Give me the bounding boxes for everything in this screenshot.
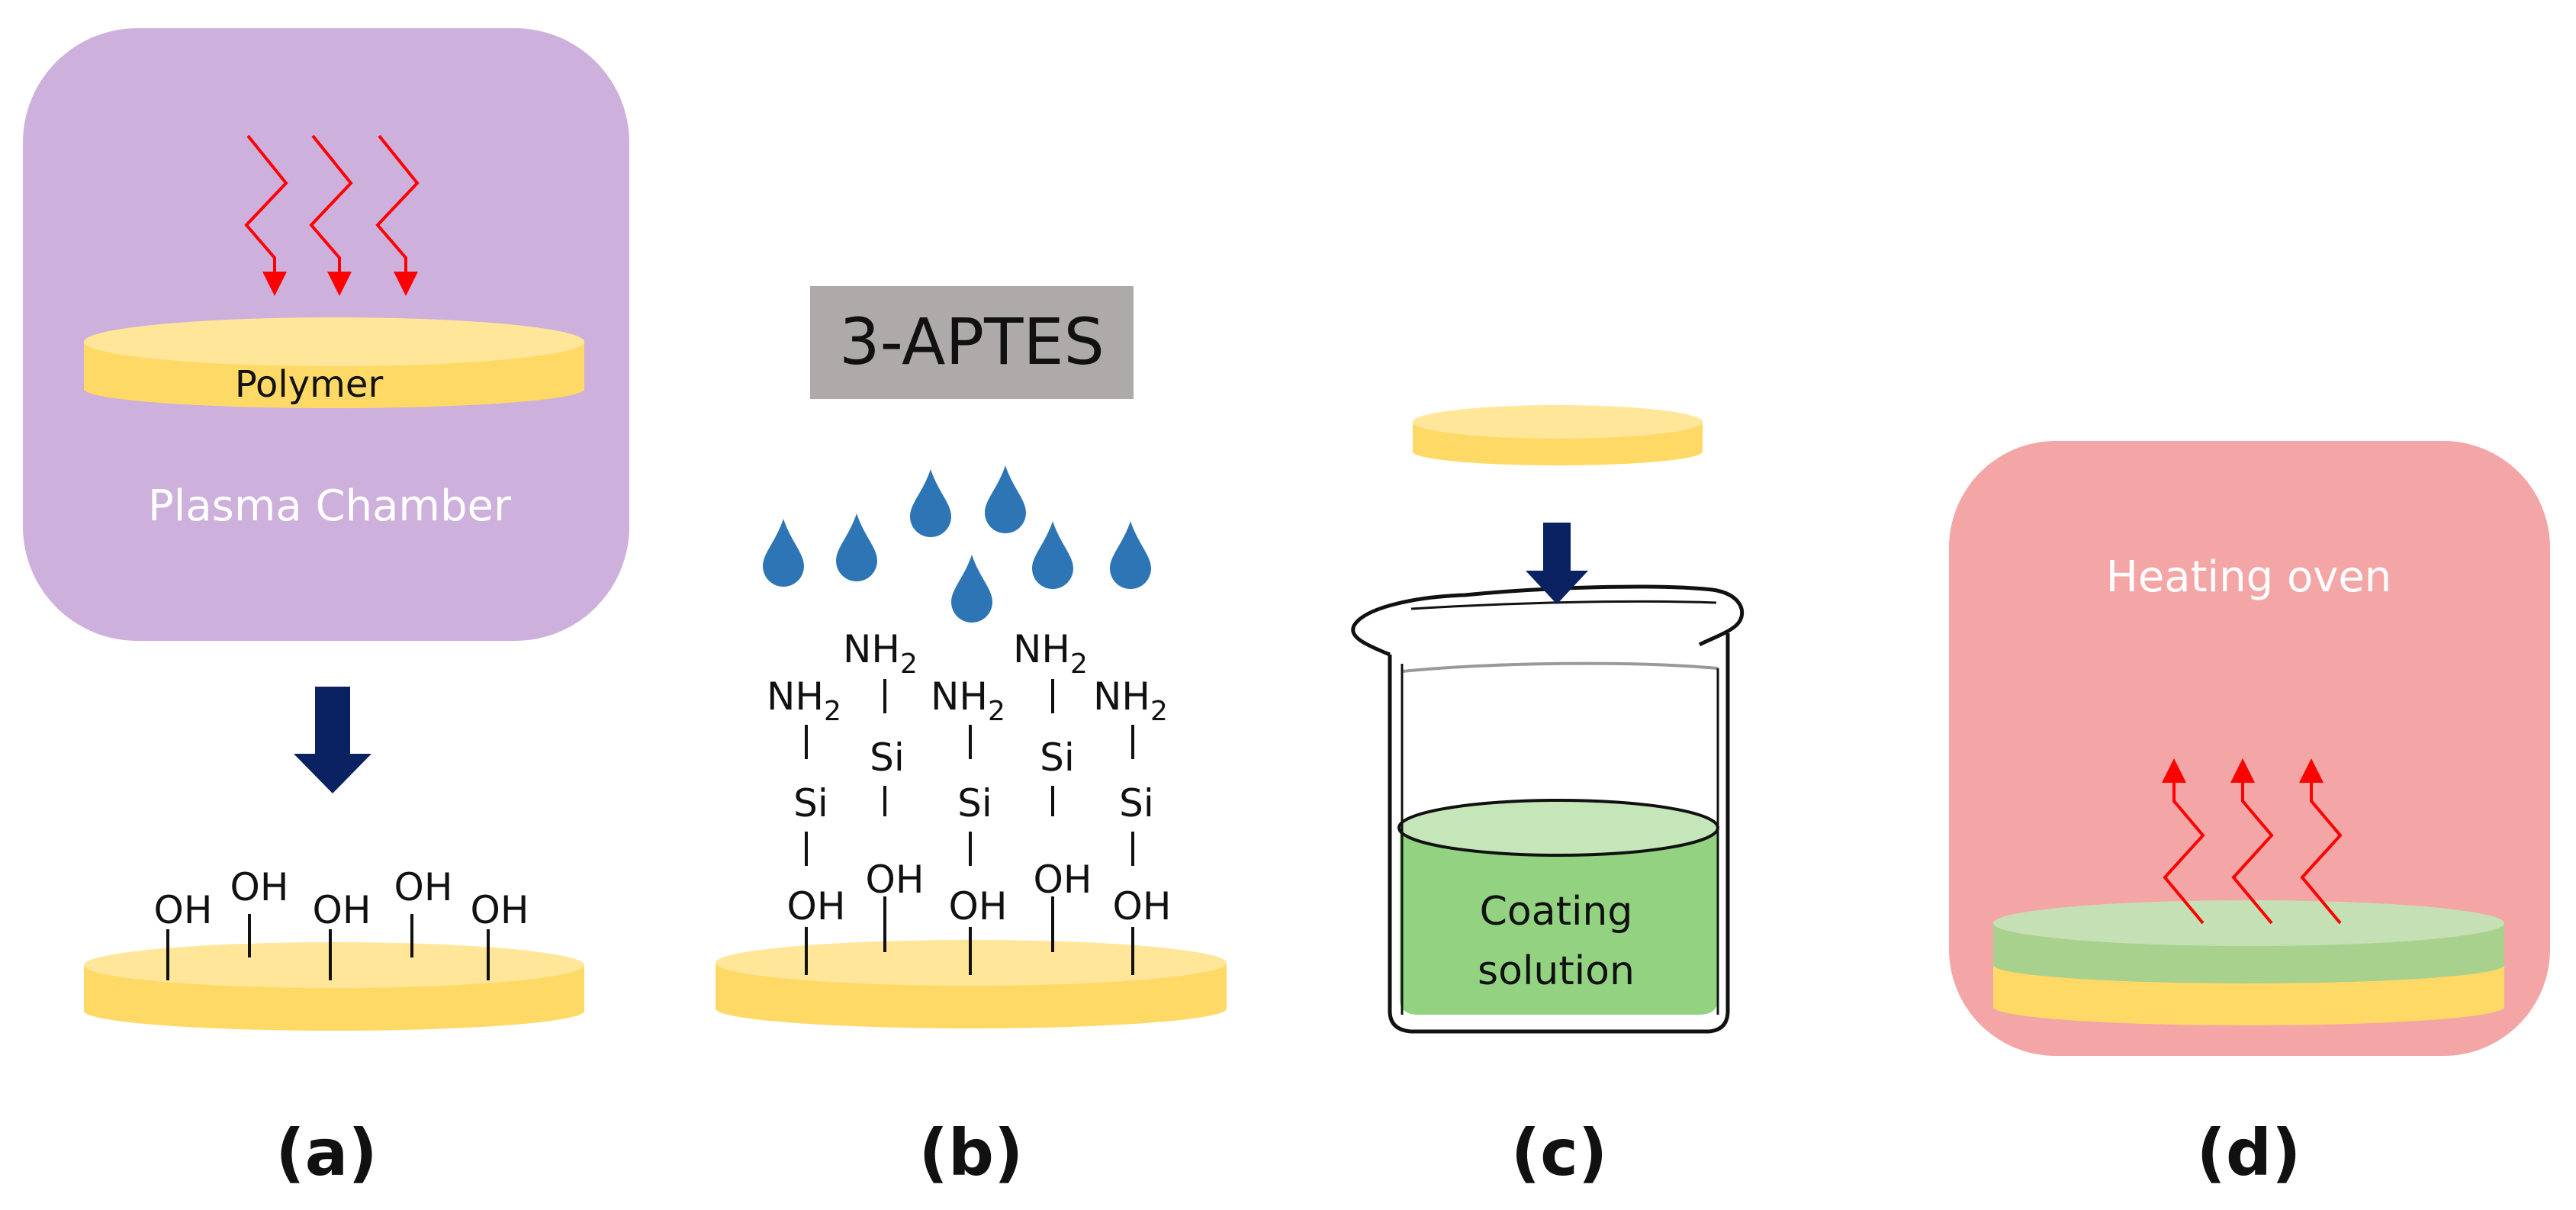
amine-label: NH2 [767,674,841,727]
silicon-label: Si [1119,781,1154,825]
panel-b: 3-APTES [716,286,1227,1190]
solution-label: Coating [1480,889,1633,935]
hydroxyl-bonds [166,914,490,980]
amine-label: NH2 [931,674,1005,727]
silicon-label: Si [870,735,905,780]
droplet-icon [951,555,992,623]
silicon-label: Si [793,781,828,825]
plasma-ray [309,134,353,296]
hydroxyl-labels: OH OH OH OH OH [154,865,529,932]
polymer-disk [84,317,584,408]
heat-rays-icon [2162,758,2343,925]
hydroxyl-label: OH [471,888,529,932]
down-arrow-icon [294,687,371,793]
panel-a: Polymer Plasma Chamber OH OH OH OH OH (a… [23,28,629,1190]
droplet-icon [1032,521,1073,589]
hydroxyl-label: OH [787,884,846,928]
droplets [763,465,1151,623]
droplet-icon [763,519,804,587]
plasma-ray [375,134,420,296]
droplet-icon [1110,521,1151,589]
caption-d: (d) [2197,1115,2301,1190]
heating-oven [1949,441,2550,1056]
hydroxyl-label: OH [866,858,925,902]
amine-label: NH2 [1013,627,1088,680]
plasma-rays-icon [244,134,420,296]
caption-b: (b) [919,1115,1024,1190]
droplet-icon [985,465,1026,533]
down-arrow-icon [1526,523,1588,604]
plasma-ray [244,134,288,296]
hydroxyl-label: OH [154,888,213,932]
amine-label: NH2 [1093,674,1168,727]
panel-d: Heating oven (d) [1949,441,2550,1190]
silicon-labels: Si Si Si Si Si [793,735,1154,825]
droplet-icon [836,513,877,581]
heat-ray [2299,758,2343,925]
hydroxyl-label: OH [1034,858,1092,902]
heat-ray [2162,758,2205,925]
silicon-label: Si [957,781,992,825]
amine-labels: NH2 NH2 NH2 NH2 NH2 [767,627,1168,727]
reagent-box [810,286,1134,399]
coated-disk [1993,900,2504,1025]
coating-solution [1400,828,1718,1015]
beaker-icon [1351,584,1745,1034]
panel-c: Coating solution (c) [1351,405,1745,1190]
caption-c: (c) [1511,1115,1608,1190]
hydroxyl-labels-b: OH OH OH OH OH [787,858,1172,928]
substrate-disk [1413,405,1703,465]
chamber-label: Plasma Chamber [148,481,512,531]
hydroxyl-label: OH [394,865,453,909]
silicon-label: Si [1040,735,1075,780]
amine-label: NH2 [843,627,918,680]
heat-ray [2230,758,2274,925]
hydroxyl-label: OH [949,884,1008,928]
hydroxyl-label: OH [313,888,371,932]
hydroxyl-label: OH [230,865,289,909]
hydroxyl-label: OH [1113,884,1172,928]
polymer-label: Polymer [235,363,384,406]
silane-bonds [805,679,1134,975]
caption-a: (a) [275,1115,377,1190]
droplet-icon [910,469,951,537]
reagent-label: 3-APTES [839,304,1105,379]
oven-label: Heating oven [2106,552,2392,602]
activated-disk [84,942,584,1031]
solution-label: solution [1478,948,1635,994]
